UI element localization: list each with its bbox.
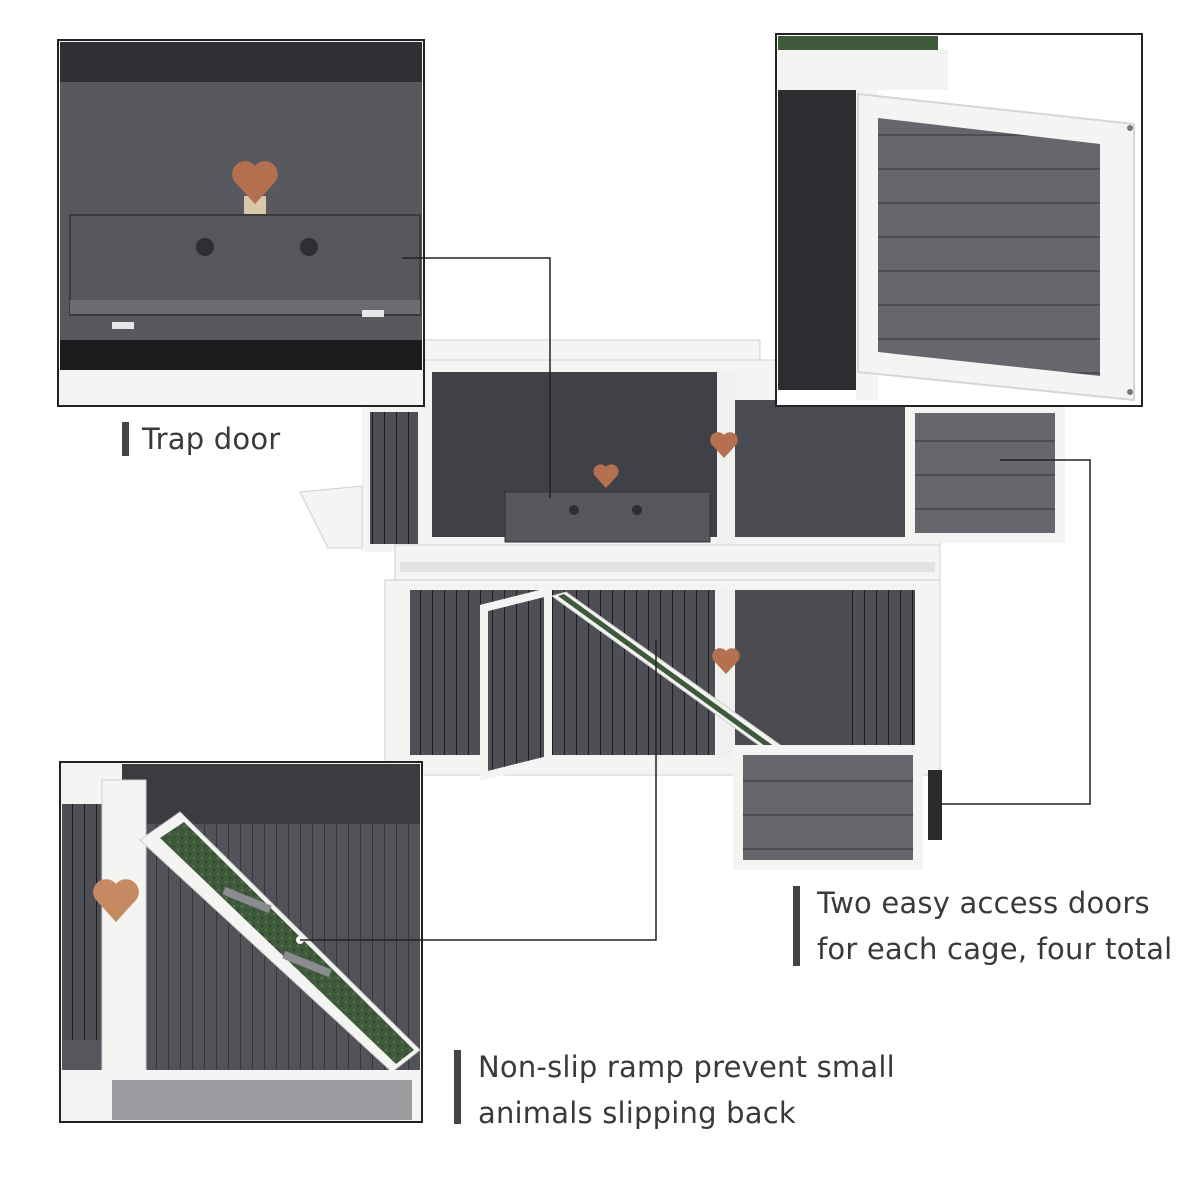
upper-left-wire-door <box>362 404 426 552</box>
inset-ramp <box>59 761 423 1123</box>
caption-marker-bar <box>122 422 129 456</box>
inset-trap-door <box>57 39 425 407</box>
ramp-callout-line <box>300 640 657 941</box>
caption-access-doors: Two easy access doors for each cage, fou… <box>793 880 1172 972</box>
side-flap <box>299 485 363 549</box>
caption-trap-door-text: Trap door <box>142 422 281 456</box>
caption-marker-bar <box>793 886 800 966</box>
trap-door-callout-line <box>402 257 551 498</box>
caption-marker-bar <box>454 1050 461 1124</box>
heart-latch-icon <box>232 161 278 204</box>
inset-access-door <box>775 33 1143 407</box>
access-door-callout-line <box>940 459 1091 805</box>
hutch-trap-door <box>504 491 711 543</box>
caption-ramp-line2: animals slipping back <box>478 1096 796 1130</box>
lower-wire-door <box>480 586 552 782</box>
heart-latch-icon <box>593 464 619 488</box>
heart-latch-icon <box>93 879 139 922</box>
callout-lines <box>300 257 1091 941</box>
heart-latch-icon <box>712 648 740 674</box>
lower-right-access-door <box>733 745 923 870</box>
upper-right-access-door <box>905 403 1065 543</box>
rabbit-hutch <box>299 339 1065 870</box>
caption-trap-door: Trap door <box>122 416 280 462</box>
caption-access-doors-line1: Two easy access doors <box>817 886 1150 920</box>
caption-access-doors-line2: for each cage, four total <box>817 932 1173 966</box>
caption-ramp: Non-slip ramp prevent small animals slip… <box>454 1044 895 1136</box>
heart-latch-icon <box>710 432 738 458</box>
caption-ramp-line1: Non-slip ramp prevent small <box>478 1050 895 1084</box>
